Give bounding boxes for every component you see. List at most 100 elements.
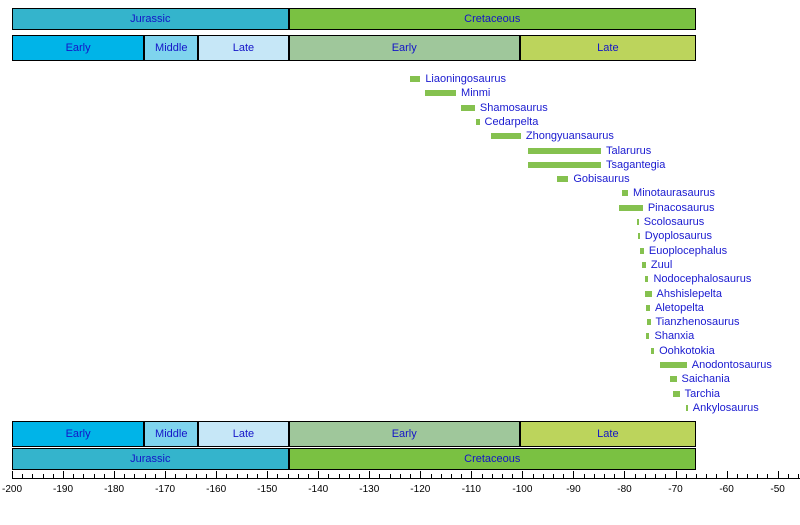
axis-tick-minor: [542, 474, 544, 478]
axis-tick-minor: [297, 474, 299, 478]
axis-tick-minor: [83, 474, 85, 478]
axis-tick-minor: [308, 474, 310, 478]
taxon-row: Pinacosaurus: [0, 201, 800, 215]
band-label: Cretaceous: [464, 13, 521, 25]
axis-tick-minor: [277, 474, 279, 478]
taxon-label: Gobisaurus: [573, 173, 630, 186]
axis-tick-minor: [22, 474, 24, 478]
band-label: Early: [65, 42, 91, 54]
axis-tick-minor: [379, 474, 381, 478]
epoch-band-bottom-late-cretaceous: Late: [519, 421, 696, 447]
taxon-label: Aletopelta: [655, 301, 704, 314]
taxon-range-bar[interactable]: [645, 290, 652, 297]
axis-tick-label: -180: [104, 484, 125, 495]
axis-tick-label: -130: [359, 484, 380, 495]
axis-tick-minor: [399, 474, 401, 478]
taxon-row: Zhongyuansaurus: [0, 129, 800, 143]
epoch-band-bottom-early-cretaceous: Early: [288, 421, 520, 447]
taxon-range-bar[interactable]: [636, 219, 639, 225]
taxon-range-bar[interactable]: [621, 190, 629, 197]
taxon-range-bar[interactable]: [651, 347, 655, 354]
axis-tick-minor: [614, 474, 616, 478]
axis-tick-minor: [256, 474, 258, 478]
epoch-band-late-jurassic: Late: [198, 35, 289, 61]
taxon-label: Oohkotokia: [659, 344, 715, 357]
taxon-row: Oohkotokia: [0, 344, 800, 358]
taxon-label: Talarurus: [606, 144, 652, 157]
axis-tick-minor: [665, 474, 667, 478]
taxon-range-bar[interactable]: [476, 118, 480, 125]
taxon-range-bar[interactable]: [528, 147, 601, 154]
period-band-cretaceous: Cretaceous: [288, 8, 696, 30]
taxon-label: Zuul: [650, 258, 673, 271]
taxon-range-bar[interactable]: [410, 76, 421, 82]
axis-tick-minor: [42, 474, 44, 478]
axis-tick-major: [522, 471, 524, 478]
axis-tick-minor: [512, 474, 514, 478]
taxon-label: Tarchia: [684, 387, 721, 400]
axis-tick-major: [369, 471, 371, 478]
taxon-range-bar[interactable]: [425, 90, 457, 97]
taxon-range-bar[interactable]: [618, 204, 643, 211]
axis-tick-major: [573, 471, 575, 478]
taxon-range-bar[interactable]: [641, 261, 646, 268]
axis-tick-minor: [226, 474, 228, 478]
taxon-row: Shanxia: [0, 329, 800, 343]
taxon-range-bar[interactable]: [528, 161, 601, 168]
taxon-row: Tarchia: [0, 387, 800, 401]
taxon-label: Liaoningosaurus: [425, 73, 507, 85]
taxon-row: Anodontosaurus: [0, 358, 800, 372]
axis-tick-minor: [604, 474, 606, 478]
axis-tick-minor: [736, 474, 738, 478]
taxon-range-bar[interactable]: [685, 404, 688, 411]
axis-tick-minor: [706, 474, 708, 478]
taxon-range-bar[interactable]: [646, 319, 651, 326]
taxon-range-bar[interactable]: [490, 133, 521, 140]
taxon-label: Ankylosaurus: [692, 401, 759, 414]
taxon-range-bar[interactable]: [673, 390, 680, 397]
axis-tick-label: -200: [1, 484, 23, 495]
taxon-label: Tianzhenosaurus: [655, 316, 740, 329]
taxon-label: Minotaurasaurus: [633, 187, 715, 200]
axis-tick-minor: [583, 474, 585, 478]
taxon-range-bar[interactable]: [461, 104, 475, 111]
taxon-range-bar[interactable]: [660, 362, 687, 368]
taxon-range-bar[interactable]: [640, 247, 644, 254]
axis-tick-label: -90: [566, 484, 581, 495]
taxon-row: Minmi: [0, 86, 800, 100]
taxon-label: Euoplocephalus: [648, 244, 728, 257]
taxon-label: Minmi: [461, 87, 491, 100]
taxon-row: Scolosaurus: [0, 215, 800, 229]
axis-tick-minor: [430, 474, 432, 478]
taxon-row: Saichania: [0, 372, 800, 386]
epoch-band-early-jurassic: Early: [12, 35, 145, 61]
taxon-row: Gobisaurus: [0, 172, 800, 186]
axis-tick-minor: [73, 474, 75, 478]
band-label: Late: [597, 428, 619, 440]
axis-tick-major: [267, 471, 269, 478]
axis-tick-minor: [338, 474, 340, 478]
axis-tick-minor: [246, 474, 248, 478]
taxon-range-bar[interactable]: [556, 176, 569, 183]
axis-tick-minor: [134, 474, 136, 478]
band-label: Late: [597, 42, 619, 54]
taxon-range-bar[interactable]: [645, 333, 650, 340]
taxon-range-bar[interactable]: [646, 304, 650, 311]
axis-tick-minor: [195, 474, 197, 478]
axis-tick-minor: [328, 474, 330, 478]
axis-tick-minor: [144, 474, 146, 478]
band-label: Early: [391, 428, 417, 440]
taxon-range-bar[interactable]: [637, 233, 640, 240]
epoch-band-bottom-middle-jurassic: Middle: [144, 421, 199, 447]
axis-tick-minor: [175, 474, 177, 478]
taxon-range-bar[interactable]: [644, 276, 649, 283]
axis-tick-major: [165, 471, 167, 478]
axis-tick-minor: [553, 474, 555, 478]
axis-tick-minor: [501, 474, 503, 478]
taxon-range-bar[interactable]: [670, 376, 677, 383]
taxon-label: Dyoplosaurus: [644, 230, 713, 243]
axis-line: [12, 478, 800, 479]
epoch-band-middle-jurassic: Middle: [144, 35, 199, 61]
axis-tick-label: -170: [155, 484, 176, 495]
axis-tick-minor: [205, 474, 207, 478]
